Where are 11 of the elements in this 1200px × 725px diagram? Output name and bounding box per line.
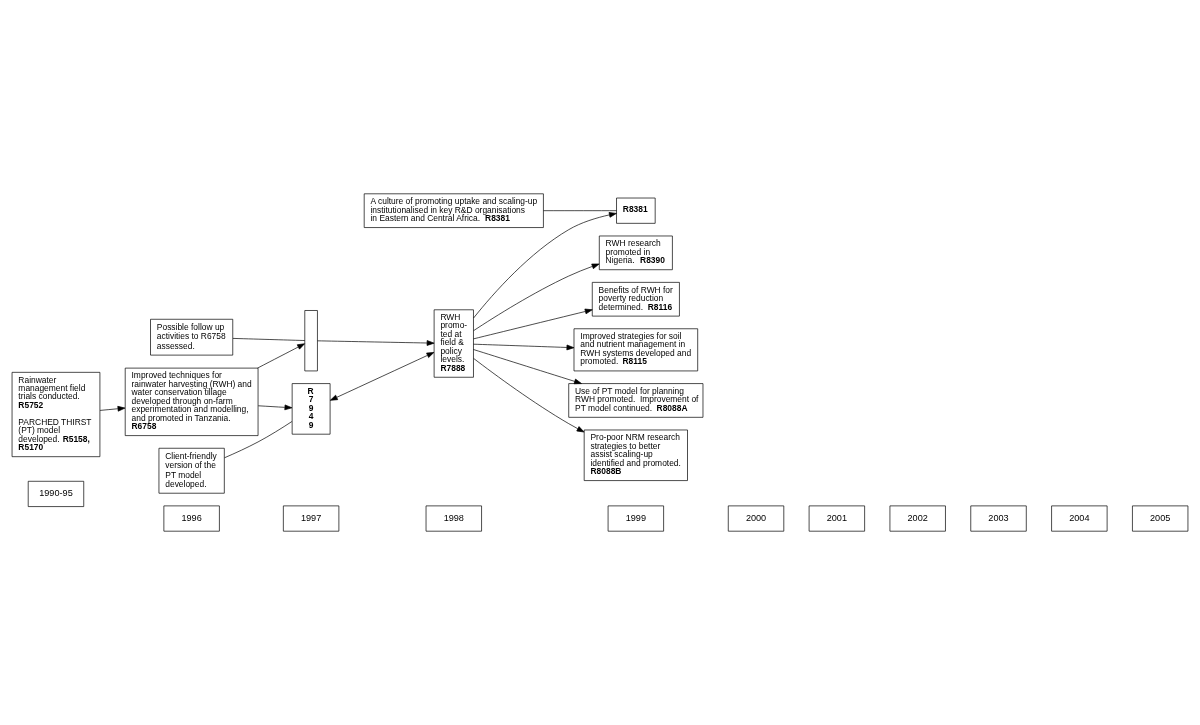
- label: 2002: [907, 512, 928, 523]
- label: 1997: [300, 512, 322, 523]
- label: 1999: [625, 512, 646, 523]
- label: 2004: [1069, 512, 1090, 523]
- label: 1998: [443, 512, 464, 523]
- label: 2003: [988, 512, 1009, 523]
- label: 2005: [1150, 512, 1171, 523]
- label: 1990-95: [39, 488, 73, 499]
- label: 2001: [826, 512, 848, 523]
- label: 1996: [181, 512, 202, 523]
- label: 2000: [745, 512, 767, 523]
